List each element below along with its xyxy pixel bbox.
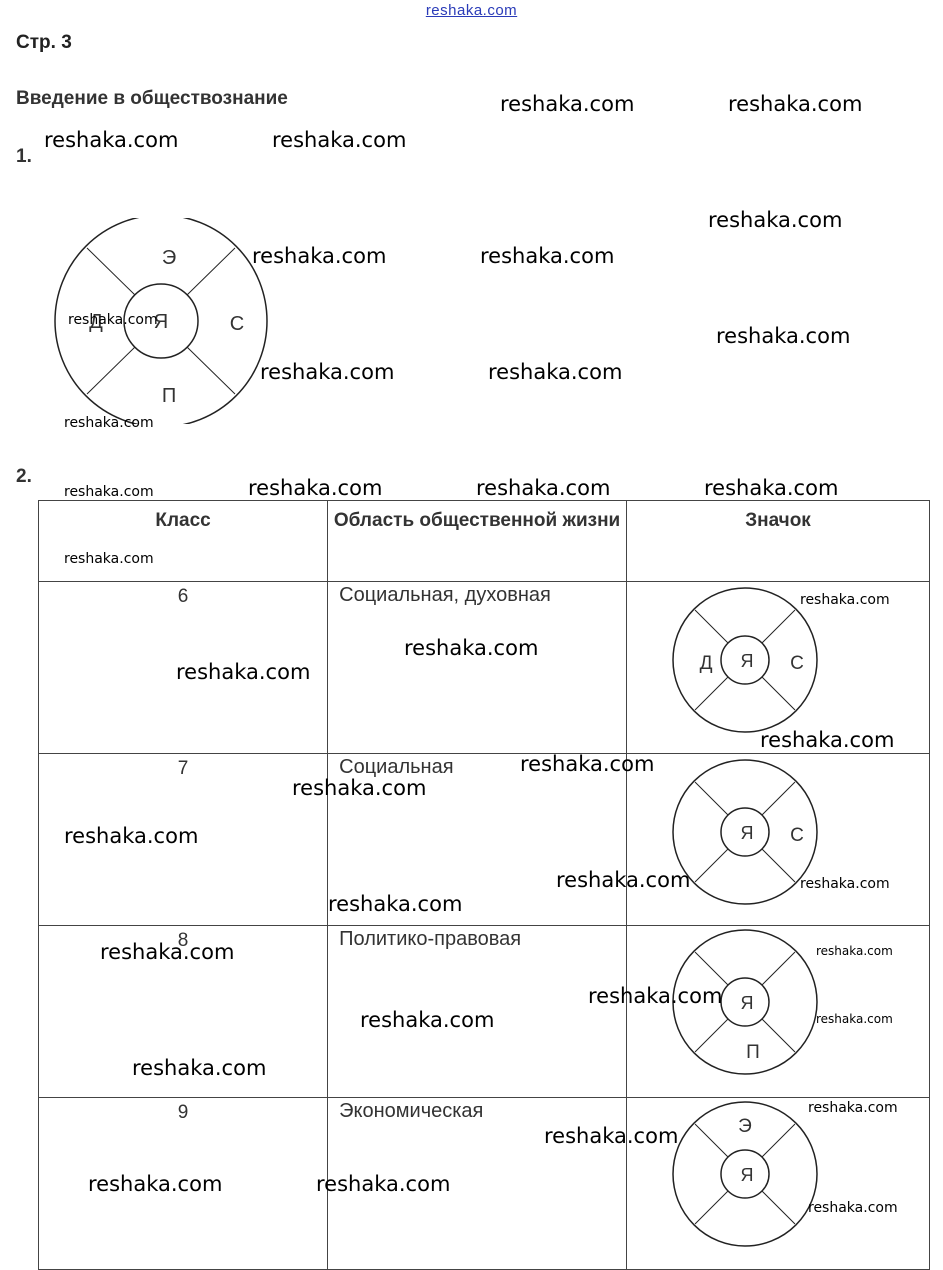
watermark: reshaka.com bbox=[708, 208, 843, 232]
class-cell: 9 bbox=[37, 1097, 329, 1270]
watermark: reshaka.com bbox=[360, 1008, 495, 1032]
area-text: Социальная bbox=[339, 756, 454, 778]
watermark: reshaka.com bbox=[488, 360, 623, 384]
watermark: reshaka.com bbox=[816, 944, 893, 958]
badge-center-label: Я bbox=[741, 1165, 754, 1185]
watermark: reshaka.com bbox=[316, 1172, 451, 1196]
diagram-top-label: Э bbox=[162, 247, 176, 269]
watermark: reshaka.com bbox=[500, 92, 635, 116]
watermark: reshaka.com bbox=[480, 244, 615, 268]
watermark: reshaka.com bbox=[476, 476, 611, 500]
section-title: Введение в обществознание bbox=[16, 88, 288, 109]
question-1-number: 1. bbox=[16, 146, 32, 167]
watermark: reshaka.com bbox=[760, 728, 895, 752]
header-badge: Значок bbox=[626, 500, 930, 582]
watermark: reshaka.com bbox=[808, 1200, 898, 1216]
watermark: reshaka.com bbox=[404, 636, 539, 660]
watermark: reshaka.com bbox=[728, 92, 863, 116]
badge-cell: Я С bbox=[626, 753, 930, 926]
badge-icon: Я С bbox=[672, 759, 818, 905]
question-2-number: 2. bbox=[16, 466, 32, 487]
table-row: 9 Экономическая Я Э bbox=[37, 1097, 930, 1270]
badge-top-label: Э bbox=[738, 1116, 752, 1137]
badge-cell: Я П bbox=[626, 925, 930, 1098]
class-number: 7 bbox=[177, 758, 189, 779]
table-header-row: Класс Область общественной жизни Значок bbox=[37, 500, 930, 582]
area-text: Экономическая bbox=[339, 1100, 484, 1122]
watermark: reshaka.com bbox=[544, 1124, 679, 1148]
watermark: reshaka.com bbox=[272, 128, 407, 152]
class-number: 8 bbox=[177, 930, 189, 951]
badge-left-label: Д bbox=[700, 653, 713, 674]
watermark: reshaka.com bbox=[816, 1012, 893, 1026]
badge-center-label: Я bbox=[741, 993, 754, 1013]
classes-table: Класс Область общественной жизни Значок … bbox=[37, 500, 930, 1270]
badge-right-label: С bbox=[790, 653, 804, 674]
badge-bottom-label: П bbox=[746, 1042, 760, 1063]
area-cell: Экономическая bbox=[327, 1097, 627, 1270]
watermark: reshaka.com bbox=[704, 476, 839, 500]
header-area: Область общественной жизни bbox=[327, 500, 627, 582]
badge-icon: Я Э bbox=[672, 1101, 818, 1247]
table-row: 7 Социальная Я С bbox=[37, 753, 930, 926]
class-cell: 6 bbox=[37, 581, 329, 754]
watermark: reshaka.com bbox=[100, 940, 235, 964]
watermark: reshaka.com bbox=[68, 312, 158, 328]
badge-center-label: Я bbox=[741, 823, 754, 843]
watermark: reshaka.com bbox=[64, 824, 199, 848]
watermark: reshaka.com bbox=[328, 892, 463, 916]
diagram-left-label: Д bbox=[89, 311, 103, 333]
site-link[interactable]: reshaka.com bbox=[425, 2, 518, 19]
badge-center-label: Я bbox=[741, 651, 754, 671]
watermark: reshaka.com bbox=[716, 324, 851, 348]
watermark: reshaka.com bbox=[252, 244, 387, 268]
diagram-bottom-label: П bbox=[162, 385, 176, 407]
class-number: 6 bbox=[177, 586, 189, 607]
badge-right-label: С bbox=[790, 825, 804, 846]
watermark: reshaka.com bbox=[556, 868, 691, 892]
watermark: reshaka.com bbox=[176, 660, 311, 684]
watermark: reshaka.com bbox=[248, 476, 383, 500]
table-row: 6 Социальная, духовная Я Д С bbox=[37, 581, 930, 754]
watermark: reshaka.com bbox=[64, 415, 154, 431]
badge-icon: Я Д С bbox=[672, 587, 818, 733]
area-cell: Социальная, духовная bbox=[327, 581, 627, 754]
watermark: reshaka.com bbox=[64, 551, 154, 567]
watermark: reshaka.com bbox=[800, 592, 890, 608]
watermark: reshaka.com bbox=[260, 360, 395, 384]
watermark: reshaka.com bbox=[132, 1056, 267, 1080]
society-spheres-diagram: Я Э Д С П bbox=[54, 218, 268, 424]
watermark: reshaka.com bbox=[44, 128, 179, 152]
table-row: 8 Политико-правовая Я П bbox=[37, 925, 930, 1098]
class-cell: 8 bbox=[37, 925, 329, 1098]
watermark: reshaka.com bbox=[520, 752, 655, 776]
badge-icon: Я П bbox=[672, 929, 818, 1075]
area-text: Социальная, духовная bbox=[339, 584, 551, 606]
watermark: reshaka.com bbox=[588, 984, 723, 1008]
badge-cell: Я Д С bbox=[626, 581, 930, 754]
header-class: Класс bbox=[37, 500, 329, 582]
class-number: 9 bbox=[177, 1102, 189, 1123]
watermark: reshaka.com bbox=[64, 484, 154, 500]
badge-cell: Я Э bbox=[626, 1097, 930, 1270]
area-text: Политико-правовая bbox=[339, 928, 522, 950]
area-cell: Политико-правовая bbox=[327, 925, 627, 1098]
watermark: reshaka.com bbox=[800, 876, 890, 892]
watermark: reshaka.com bbox=[808, 1100, 898, 1116]
page-number: Стр. 3 bbox=[16, 32, 72, 53]
diagram-right-label: С bbox=[230, 313, 244, 335]
watermark: reshaka.com bbox=[292, 776, 427, 800]
watermark: reshaka.com bbox=[88, 1172, 223, 1196]
diagram-center-label: Я bbox=[154, 311, 168, 333]
class-cell: 7 bbox=[37, 753, 329, 926]
area-cell: Социальная bbox=[327, 753, 627, 926]
